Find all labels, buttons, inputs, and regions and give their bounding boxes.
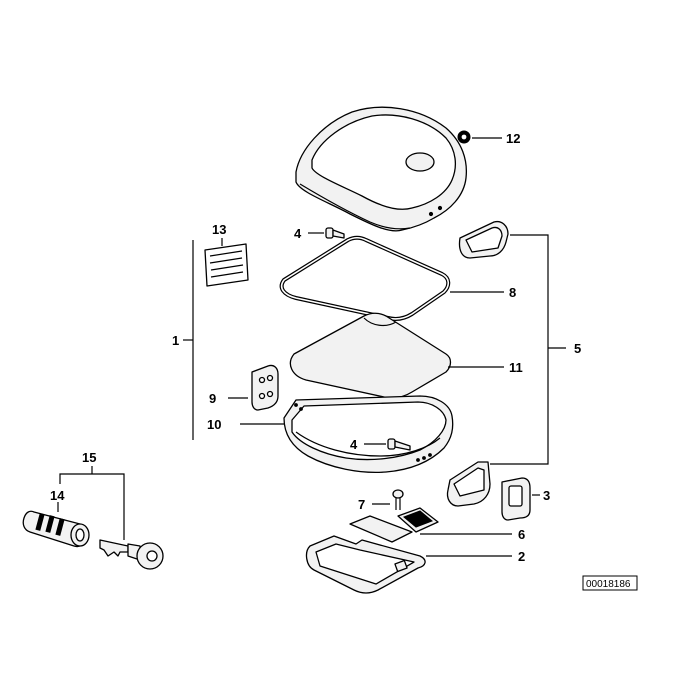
callout-8: 8	[509, 285, 516, 300]
liner-mat	[289, 312, 452, 399]
callout-9: 9	[209, 391, 216, 406]
callout-11: 11	[509, 360, 523, 375]
key	[99, 539, 164, 570]
callout-14: 14	[50, 488, 65, 503]
hinge	[251, 364, 279, 411]
callout-4a: 4	[294, 226, 302, 241]
lock-plate	[397, 507, 439, 533]
screw-lower	[387, 438, 411, 451]
callout-12: 12	[506, 131, 520, 146]
bracket-5	[490, 234, 549, 465]
callout-4b: 4	[350, 437, 358, 452]
callout-2: 2	[518, 549, 525, 564]
seal-ring	[279, 235, 451, 321]
lock-cylinder	[22, 510, 90, 548]
screw-7	[392, 489, 404, 510]
callout-13: 13	[212, 222, 226, 237]
lid-cover	[295, 106, 468, 232]
latch-clip	[501, 477, 531, 521]
label-sticker	[204, 243, 249, 287]
cover-piece-upper	[458, 220, 509, 259]
lock-housing	[305, 515, 426, 594]
cover-piece-lower	[446, 461, 491, 507]
badge-emblem	[457, 130, 471, 144]
callout-5: 5	[574, 341, 581, 356]
reference-number: 00018186	[586, 579, 631, 590]
callout-6: 6	[518, 527, 525, 542]
screw-upper	[325, 227, 345, 239]
reference-number-box	[582, 575, 638, 591]
callout-15: 15	[82, 450, 96, 465]
callout-1: 1	[172, 333, 179, 348]
callout-7: 7	[358, 497, 365, 512]
case-base	[283, 395, 454, 474]
callout-10: 10	[207, 417, 221, 432]
callout-3: 3	[543, 488, 550, 503]
